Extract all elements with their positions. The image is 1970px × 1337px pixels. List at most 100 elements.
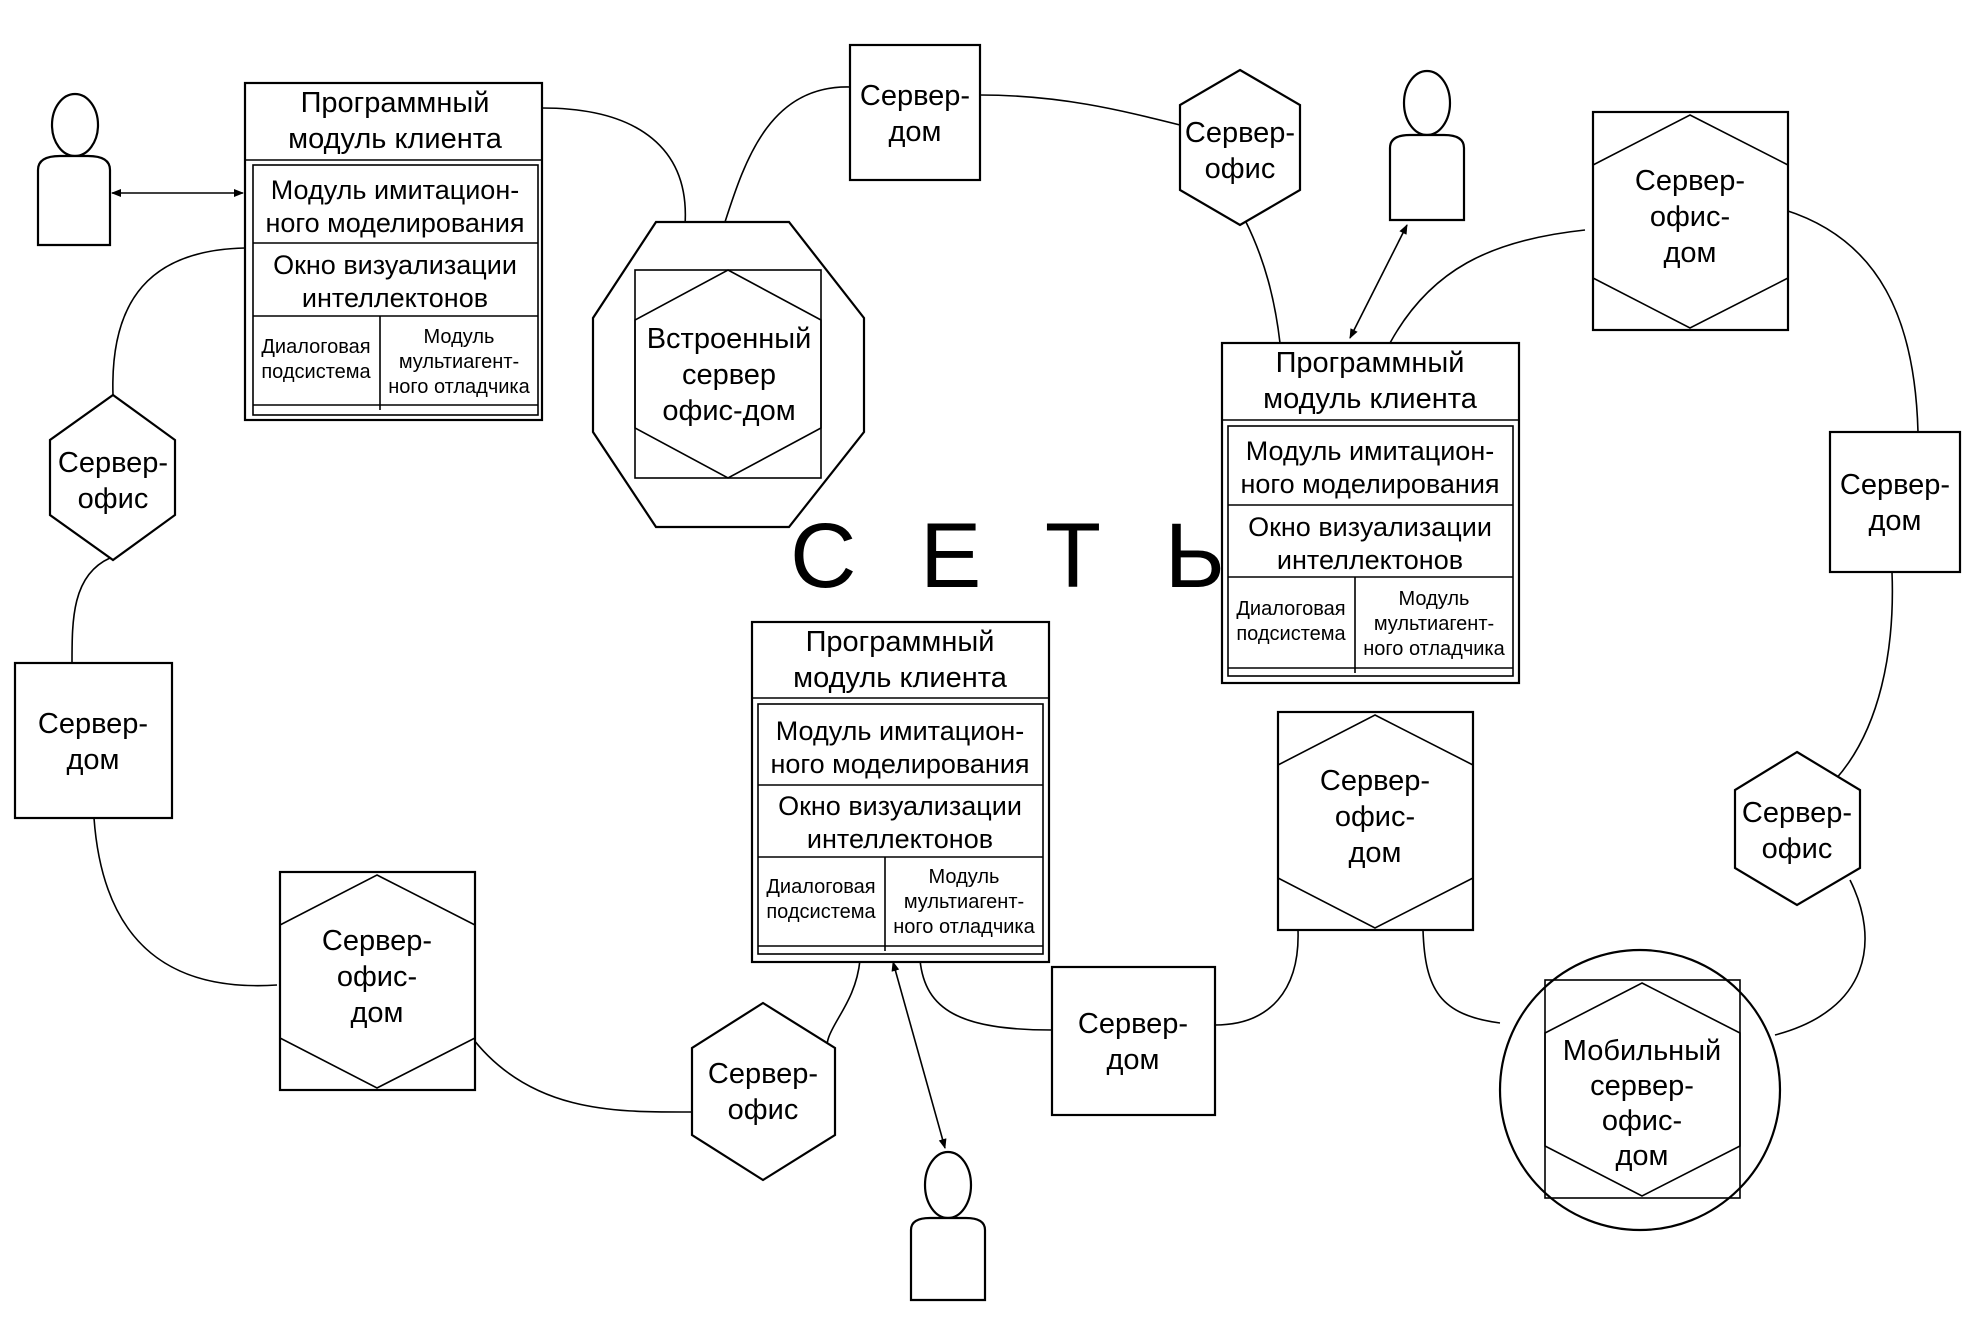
link-office1-client2	[1244, 219, 1281, 344]
link-client2-oh1	[1389, 229, 1586, 344]
person-body	[36, 154, 112, 247]
server-home-2: Сервер- дом	[1828, 430, 1962, 574]
debugger-line2: мультиагент-	[1374, 613, 1494, 635]
link-oh3-home4	[93, 817, 278, 987]
person-body	[1388, 133, 1466, 222]
client-module-frame	[1220, 341, 1521, 685]
svg-text:дом: дом	[1869, 505, 1922, 537]
debugger-line2: мультиагент-	[904, 891, 1024, 913]
client-module-frame	[243, 81, 544, 422]
client-module-frame	[750, 620, 1051, 964]
svg-text:офис-: офис-	[1335, 801, 1415, 833]
svg-text:Сервер-: Сервер-	[1635, 165, 1745, 197]
person-2	[1388, 69, 1466, 222]
svg-text:Сервер-: Сервер-	[1320, 765, 1430, 797]
simulation-line2: ного моделирования	[770, 749, 1029, 779]
link-home4-office4	[71, 557, 111, 664]
server-home-3: Сервер- дом	[1050, 965, 1217, 1117]
visualization-line2: интеллектонов	[302, 283, 488, 313]
svg-text:дом: дом	[1107, 1044, 1160, 1076]
person-body	[909, 1216, 987, 1302]
connections	[71, 86, 1919, 1113]
svg-text:офис-: офис-	[337, 961, 417, 993]
link-oh2-home3	[1214, 929, 1299, 1026]
dialog-line1: Диалоговая	[261, 336, 370, 358]
svg-text:Мобильный: Мобильный	[1563, 1035, 1722, 1067]
svg-text:офис: офис	[1205, 153, 1276, 185]
dialog-line2: подсистема	[261, 361, 371, 383]
svg-text:офис-: офис-	[1650, 201, 1730, 233]
server-office-home-3: Сервер- офис- дом	[278, 870, 477, 1092]
debugger-line1: Модуль	[929, 866, 1000, 888]
svg-text:сервер-: сервер-	[1590, 1070, 1694, 1102]
client-title-line2: модуль клиента	[288, 123, 503, 155]
client-title-line2: модуль клиента	[793, 662, 1008, 694]
svg-text:офис-: офис-	[1602, 1105, 1682, 1137]
client-module-1: Программный модуль клиента Модуль имитац…	[243, 81, 544, 422]
svg-text:Сервер-: Сервер-	[322, 925, 432, 957]
person-head	[50, 92, 100, 158]
person-head	[923, 1150, 973, 1220]
simulation-line1: Модуль имитацион-	[271, 175, 519, 205]
embedded-server-office-home: Встроенный сервер офис-дом	[591, 220, 866, 529]
server-home-4: Сервер- дом	[13, 661, 174, 820]
svg-text:Сервер-: Сервер-	[1840, 469, 1950, 501]
client-title-line1: Программный	[806, 626, 995, 658]
svg-text:Сервер-: Сервер-	[1185, 117, 1295, 149]
link-embedded-home1	[724, 86, 851, 223]
svg-text:офис: офис	[78, 483, 149, 515]
server-office-1: Сервер- офис	[1178, 68, 1302, 227]
client-module-2: Программный модуль клиента Модуль имитац…	[1220, 341, 1521, 685]
visualization-line2: интеллектонов	[807, 824, 993, 854]
debugger-line3: ного отладчика	[388, 376, 530, 398]
client-module-3: Программный модуль клиента Модуль имитац…	[750, 620, 1051, 964]
svg-text:Сервер-: Сервер-	[860, 80, 970, 112]
svg-text:офис: офис	[1762, 833, 1833, 865]
debugger-line1: Модуль	[1399, 588, 1470, 610]
link-office3-oh3	[469, 1034, 693, 1113]
client-title-line1: Программный	[1276, 347, 1465, 379]
visualization-line1: Окно визуализации	[273, 250, 517, 280]
svg-text:Сервер-: Сервер-	[58, 447, 168, 479]
server-office-3: Сервер- офис	[690, 1001, 837, 1182]
server-home-1: Сервер- дом	[848, 43, 982, 182]
svg-text:дом: дом	[1349, 837, 1402, 869]
dialog-line1: Диалоговая	[1236, 598, 1345, 620]
embedded-line2: сервер	[682, 359, 776, 391]
person-head	[1402, 69, 1452, 137]
svg-text:Сервер-: Сервер-	[1078, 1008, 1188, 1040]
link-home1-office1	[979, 94, 1181, 126]
link-home2-office2	[1834, 571, 1894, 781]
mobile-server-office-home: Мобильный сервер- офис- дом	[1498, 948, 1782, 1232]
dialog-line2: подсистема	[766, 901, 876, 923]
svg-text:дом: дом	[889, 116, 942, 148]
arrow-person2-client2	[1349, 224, 1408, 339]
server-office-2: Сервер- офис	[1733, 750, 1862, 907]
link-home3-client3	[919, 959, 1053, 1031]
svg-text:дом: дом	[1664, 237, 1717, 269]
embedded-line3: офис-дом	[662, 395, 795, 427]
link-office4-client1	[112, 247, 246, 396]
debugger-line1: Модуль	[424, 326, 495, 348]
network-label: С Е Т Ь	[790, 505, 1225, 607]
svg-text:Сервер-: Сервер-	[1742, 797, 1852, 829]
simulation-line1: Модуль имитацион-	[1246, 436, 1494, 466]
dialog-line1: Диалоговая	[766, 876, 875, 898]
visualization-line1: Окно визуализации	[778, 791, 1022, 821]
embedded-octagon	[591, 220, 866, 529]
debugger-line3: ного отладчика	[1363, 638, 1505, 660]
simulation-line2: ного моделирования	[265, 208, 524, 238]
svg-text:дом: дом	[1616, 1140, 1669, 1172]
debugger-line2: мультиагент-	[399, 351, 519, 373]
person-1	[36, 92, 112, 247]
client-title-line2: модуль клиента	[1263, 383, 1478, 415]
client-title-line1: Программный	[301, 87, 490, 119]
link-office2-mobile	[1774, 879, 1866, 1036]
server-office-home-1: Сервер- офис- дом	[1591, 110, 1790, 332]
visualization-line2: интеллектонов	[1277, 545, 1463, 575]
dialog-line2: подсистема	[1236, 623, 1346, 645]
simulation-line2: ного моделирования	[1240, 469, 1499, 499]
svg-text:Сервер-: Сервер-	[38, 708, 148, 740]
person-3	[909, 1150, 987, 1302]
